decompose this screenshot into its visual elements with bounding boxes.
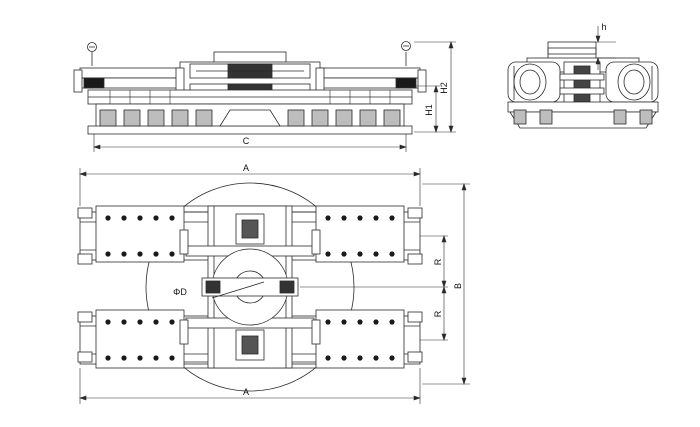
label-a-bottom: A: [243, 387, 249, 397]
right-gauge-icon: [401, 41, 411, 66]
side-right-drum: [605, 61, 659, 103]
dim-h-small: [595, 26, 616, 70]
front-base: [87, 103, 413, 135]
label-a-top: A: [243, 163, 249, 173]
side-view: [507, 26, 659, 129]
dim-c-line: [93, 134, 407, 152]
dim-a-top-line: [79, 168, 421, 206]
label-h1: H1: [424, 104, 434, 116]
plan-lower-bolts: [105, 319, 395, 361]
label-h2: H2: [439, 82, 449, 94]
front-view: [73, 41, 456, 152]
label-r-upper: R: [433, 258, 443, 265]
side-left-drum: [507, 61, 561, 103]
dim-h-lines: [414, 41, 456, 133]
label-b: B: [453, 283, 463, 289]
left-gauge-icon: [87, 42, 97, 66]
plan-upper-bolts: [105, 215, 395, 257]
label-h: h: [601, 22, 606, 32]
plan-view: [77, 168, 470, 404]
plan-pipe-clamp: [201, 248, 299, 326]
label-r-lower: R: [433, 310, 443, 317]
dim-r-lines: [300, 235, 448, 341]
dim-a-bottom-line: [79, 368, 421, 404]
label-phi-d: ΦD: [173, 287, 187, 297]
label-c: C: [243, 136, 250, 146]
dim-b-line: [422, 183, 470, 385]
